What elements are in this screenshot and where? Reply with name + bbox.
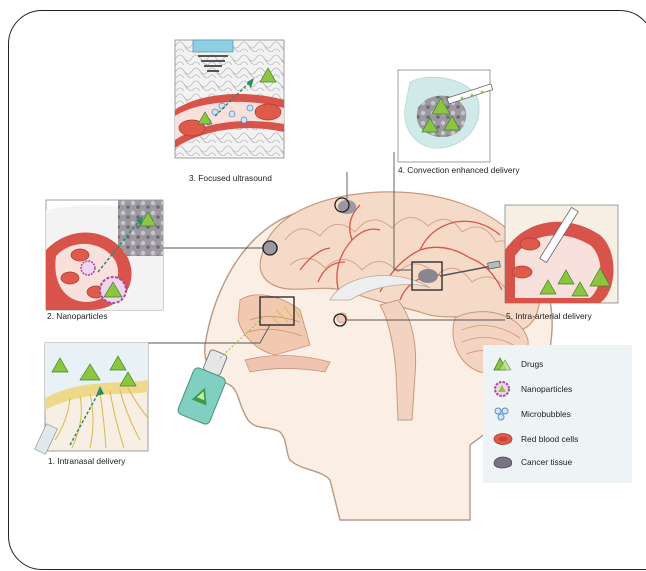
legend-item-microbubbles: Microbubbles bbox=[491, 405, 571, 423]
legend-label: Cancer tissue bbox=[521, 457, 572, 467]
microbubbles-icon bbox=[491, 405, 517, 423]
legend-item-red-blood-cells: Red blood cells bbox=[491, 430, 578, 448]
nanoparticles-icon bbox=[491, 380, 517, 398]
legend-label: Microbubbles bbox=[521, 409, 571, 419]
legend-label: Drugs bbox=[521, 359, 543, 369]
legend-item-drugs: Drugs bbox=[491, 355, 543, 373]
panel-nanoparticles bbox=[46, 200, 163, 310]
legend-item-nanoparticles: Nanoparticles bbox=[491, 380, 572, 398]
panel-convection-enhanced bbox=[398, 70, 493, 162]
drugs-icon bbox=[491, 355, 517, 373]
label-intranasal: 1. Intranasal delivery bbox=[48, 457, 125, 465]
legend-label: Red blood cells bbox=[521, 434, 578, 444]
cancer-tissue-icon bbox=[491, 453, 517, 471]
legend-item-cancer-tissue: Cancer tissue bbox=[491, 453, 572, 471]
red-blood-cells-icon bbox=[491, 430, 517, 448]
legend: Drugs Nanoparticles Microbubbles bbox=[483, 345, 632, 483]
panel-focused-ultrasound bbox=[175, 40, 284, 158]
label-intra-arterial: 5. Intra-arterial delivery bbox=[506, 312, 592, 320]
panel-intra-arterial bbox=[505, 205, 618, 303]
label-nanoparticles: 2. Nanoparticles bbox=[47, 312, 108, 320]
legend-label: Nanoparticles bbox=[521, 384, 572, 394]
panel-intranasal bbox=[35, 343, 148, 454]
label-focused-ultrasound: 3. Focused ultrasound bbox=[189, 174, 272, 182]
label-convection-enhanced: 4. Convection enhanced delivery bbox=[398, 166, 520, 174]
